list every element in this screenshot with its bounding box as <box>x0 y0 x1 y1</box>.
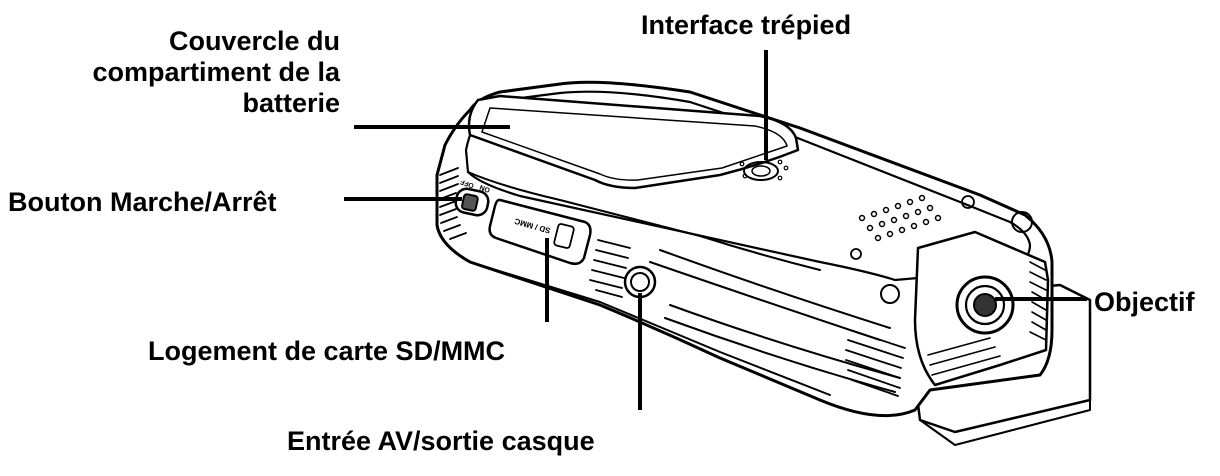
tripod-socket <box>743 161 779 181</box>
lower-right-vents <box>845 329 906 397</box>
lens-housing-grooves <box>927 261 1047 376</box>
top-surface <box>464 90 1032 282</box>
sd-slot-label: Logement de carte SD/MMC <box>148 336 506 366</box>
battery-cover-label-line-3: batterie <box>242 88 340 118</box>
side-vents <box>589 239 631 298</box>
screw-lower-left <box>850 248 862 260</box>
left-grooves <box>439 167 467 240</box>
base-plate-edge <box>919 399 1091 446</box>
tripod-socket-inner <box>751 165 771 177</box>
lens-glass <box>973 293 997 317</box>
battery-cover-label-line-2: compartiment de la <box>92 57 340 87</box>
leader-lines <box>344 50 1087 410</box>
screw-top-right <box>961 195 975 209</box>
side-edge <box>467 171 821 271</box>
speaker-holes <box>858 194 942 242</box>
side-lower-edge <box>469 261 831 396</box>
lens-label: Objectif <box>1094 287 1195 317</box>
av-jack-label: Entrée AV/sortie casque <box>287 426 595 456</box>
av-jack-inner <box>630 272 650 292</box>
screw-right <box>1011 211 1033 233</box>
battery-cover <box>467 94 800 190</box>
power-switch-knob <box>461 193 479 212</box>
screw-front <box>880 284 900 304</box>
switch-off-marking: OFF <box>459 177 475 189</box>
lens-middle <box>964 284 1006 326</box>
battery-cover-label-line-1: Couvercle du <box>168 26 340 56</box>
battery-cover-inner <box>481 107 788 181</box>
sd-slot-tab <box>553 223 575 249</box>
power-button-label: Bouton Marche/Arrêt <box>8 187 277 217</box>
tripod-dots <box>739 159 789 181</box>
tripod-label: Interface trépied <box>641 10 852 40</box>
battery-cover-label: Couvercle du compartiment de la batterie <box>92 26 340 119</box>
switch-on-marking: ON <box>479 183 491 193</box>
